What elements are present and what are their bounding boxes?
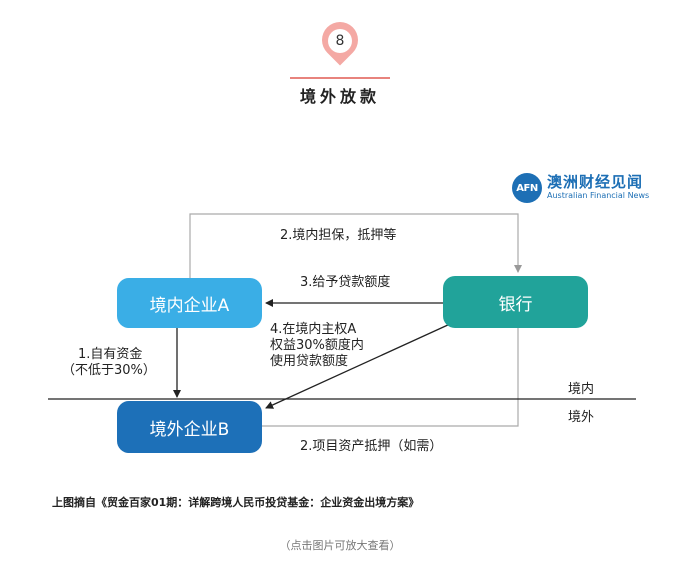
label-own-funds: 1.自有资金 （不低于30%） — [62, 347, 156, 379]
section-number-badge: 8 — [328, 29, 352, 53]
afn-logo-icon: AFN — [512, 173, 542, 203]
label-project-pledge: 2.项目资产抵押（如需） — [300, 439, 443, 454]
zoom-hint: （点击图片可放大查看） — [279, 539, 401, 552]
logo-name-en: Australian Financial News — [547, 191, 650, 200]
project-pledge-connector — [262, 328, 519, 427]
zone-domestic: 境内 — [568, 382, 595, 397]
logo-name-cn: 澳洲财经见闻 — [547, 173, 644, 191]
source-caption: 上图摘自《贸金百家01期：详解跨境人民币投贷基金：企业资金出境方案》 — [52, 496, 420, 509]
node-enterprise-a: 境内企业A — [117, 278, 262, 328]
label-use-credit: 4.在境内主权A 权益30%额度内 使用贷款额度 — [270, 322, 364, 370]
use-credit-arrow — [265, 323, 451, 409]
label-own-funds-line2: （不低于30%） — [62, 363, 156, 378]
label-guarantee: 2.境内担保，抵押等 — [280, 228, 397, 243]
label-use-credit-line3: 使用贷款额度 — [270, 354, 349, 369]
label-own-funds-line1: 1.自有资金 — [78, 347, 143, 362]
label-credit: 3.给予贷款额度 — [300, 275, 391, 290]
title-divider — [290, 77, 390, 79]
label-use-credit-line1: 4.在境内主权A — [270, 322, 357, 337]
node-bank: 银行 — [443, 276, 588, 328]
guarantee-connector — [189, 213, 522, 278]
label-use-credit-line2: 权益30%额度内 — [270, 338, 364, 353]
section-title: 境外放款 — [299, 87, 380, 106]
node-enterprise-b: 境外企业B — [117, 401, 262, 453]
zone-overseas: 境外 — [568, 410, 595, 425]
